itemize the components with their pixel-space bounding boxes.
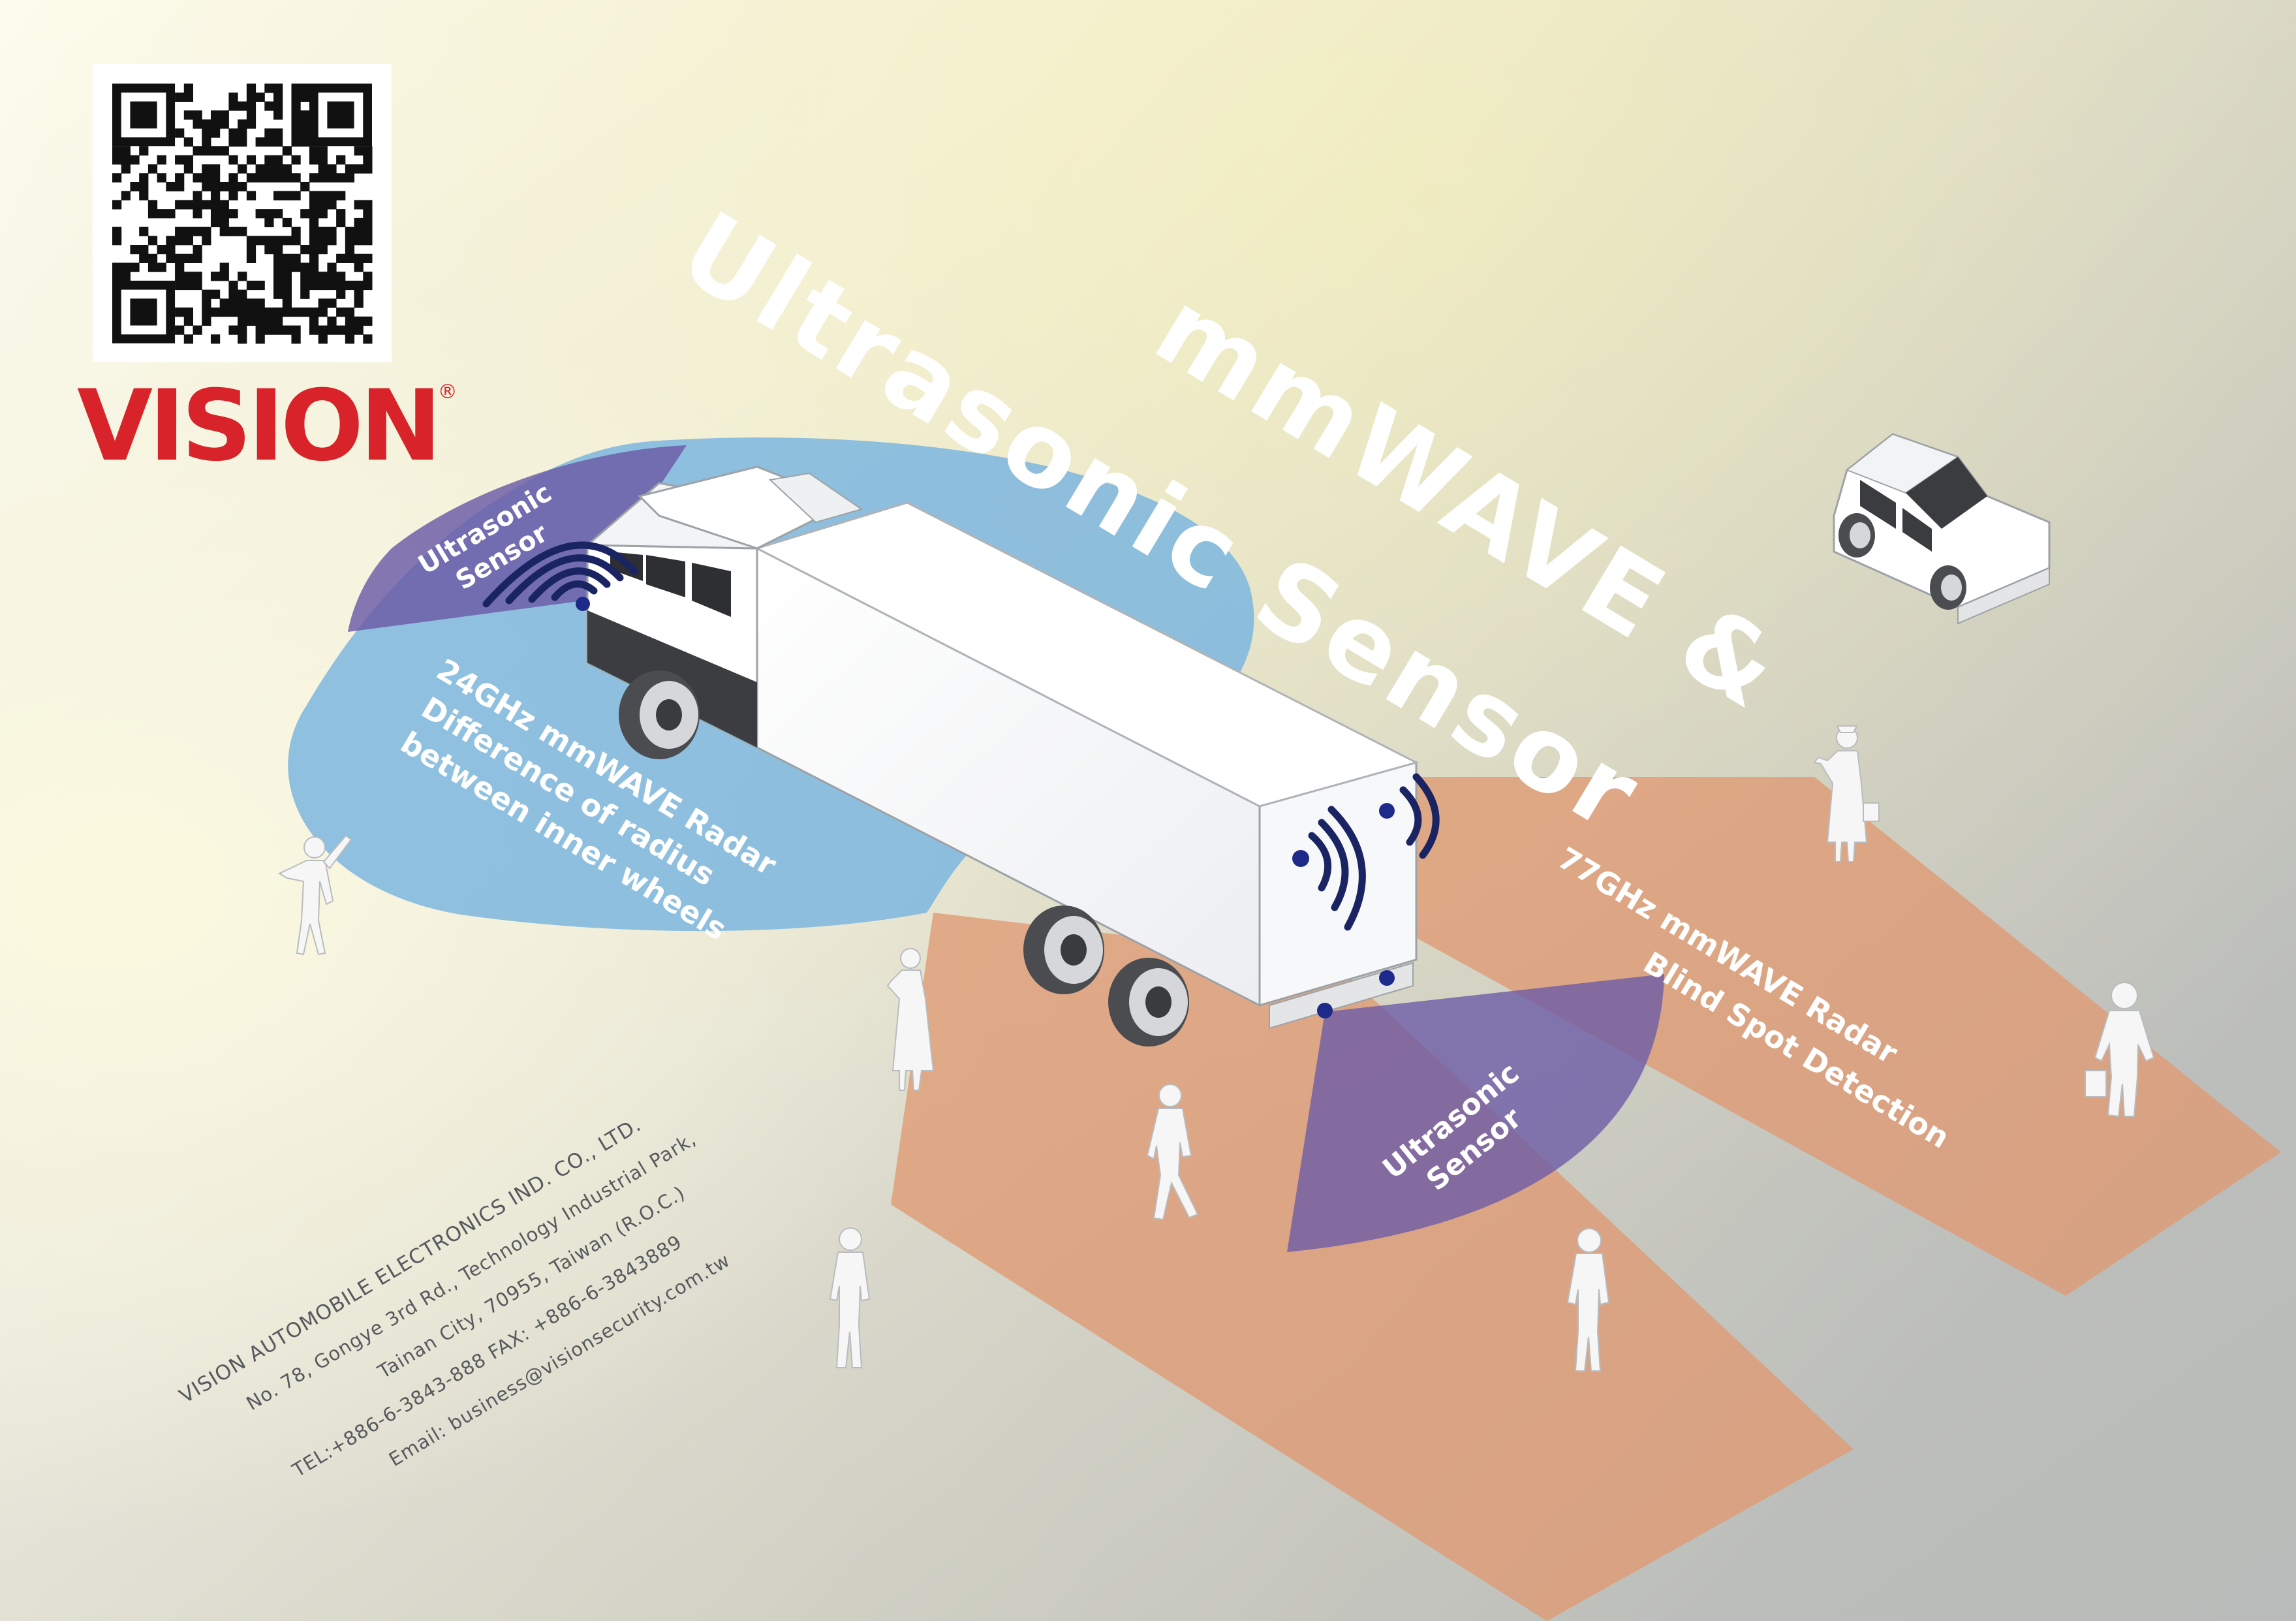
front-ultrasonic-cone: [348, 445, 687, 632]
qr-code-panel: [93, 64, 392, 362]
qr-code-icon: [112, 84, 373, 344]
truck-rear-wheel-2: [1108, 958, 1189, 1047]
truck-rear-wheel-1: [1023, 905, 1104, 994]
pedestrian-left-waving: [277, 834, 352, 956]
blind-spot-stripe-left: [891, 913, 1854, 1621]
pedestrian-man-bottom-center: [1566, 1228, 1610, 1372]
pedestrian-woman-right: [1813, 725, 1880, 862]
pedestrian-man-bottom-left: [829, 1227, 871, 1368]
pedestrian-man-walking: [1146, 1084, 1199, 1221]
pedestrian-man-right: [2085, 982, 2155, 1118]
sensor-dots: [576, 597, 1395, 1018]
truck-icon: [585, 465, 1419, 1047]
sensor-wave-icon: [482, 541, 1440, 931]
registered-mark: ®: [437, 381, 458, 403]
blind-spot-stripe-right: [1384, 777, 2281, 1296]
pedestrian-icon: [277, 725, 2155, 1372]
pedestrian-woman-center: [886, 948, 935, 1091]
car-icon: [1833, 433, 2051, 625]
truck-front-wheel: [619, 670, 700, 759]
rear-ultrasonic-cone: [1287, 974, 1664, 1252]
brand-logo: VISION®: [77, 377, 458, 475]
brand-logo-text: VISION: [77, 370, 442, 483]
